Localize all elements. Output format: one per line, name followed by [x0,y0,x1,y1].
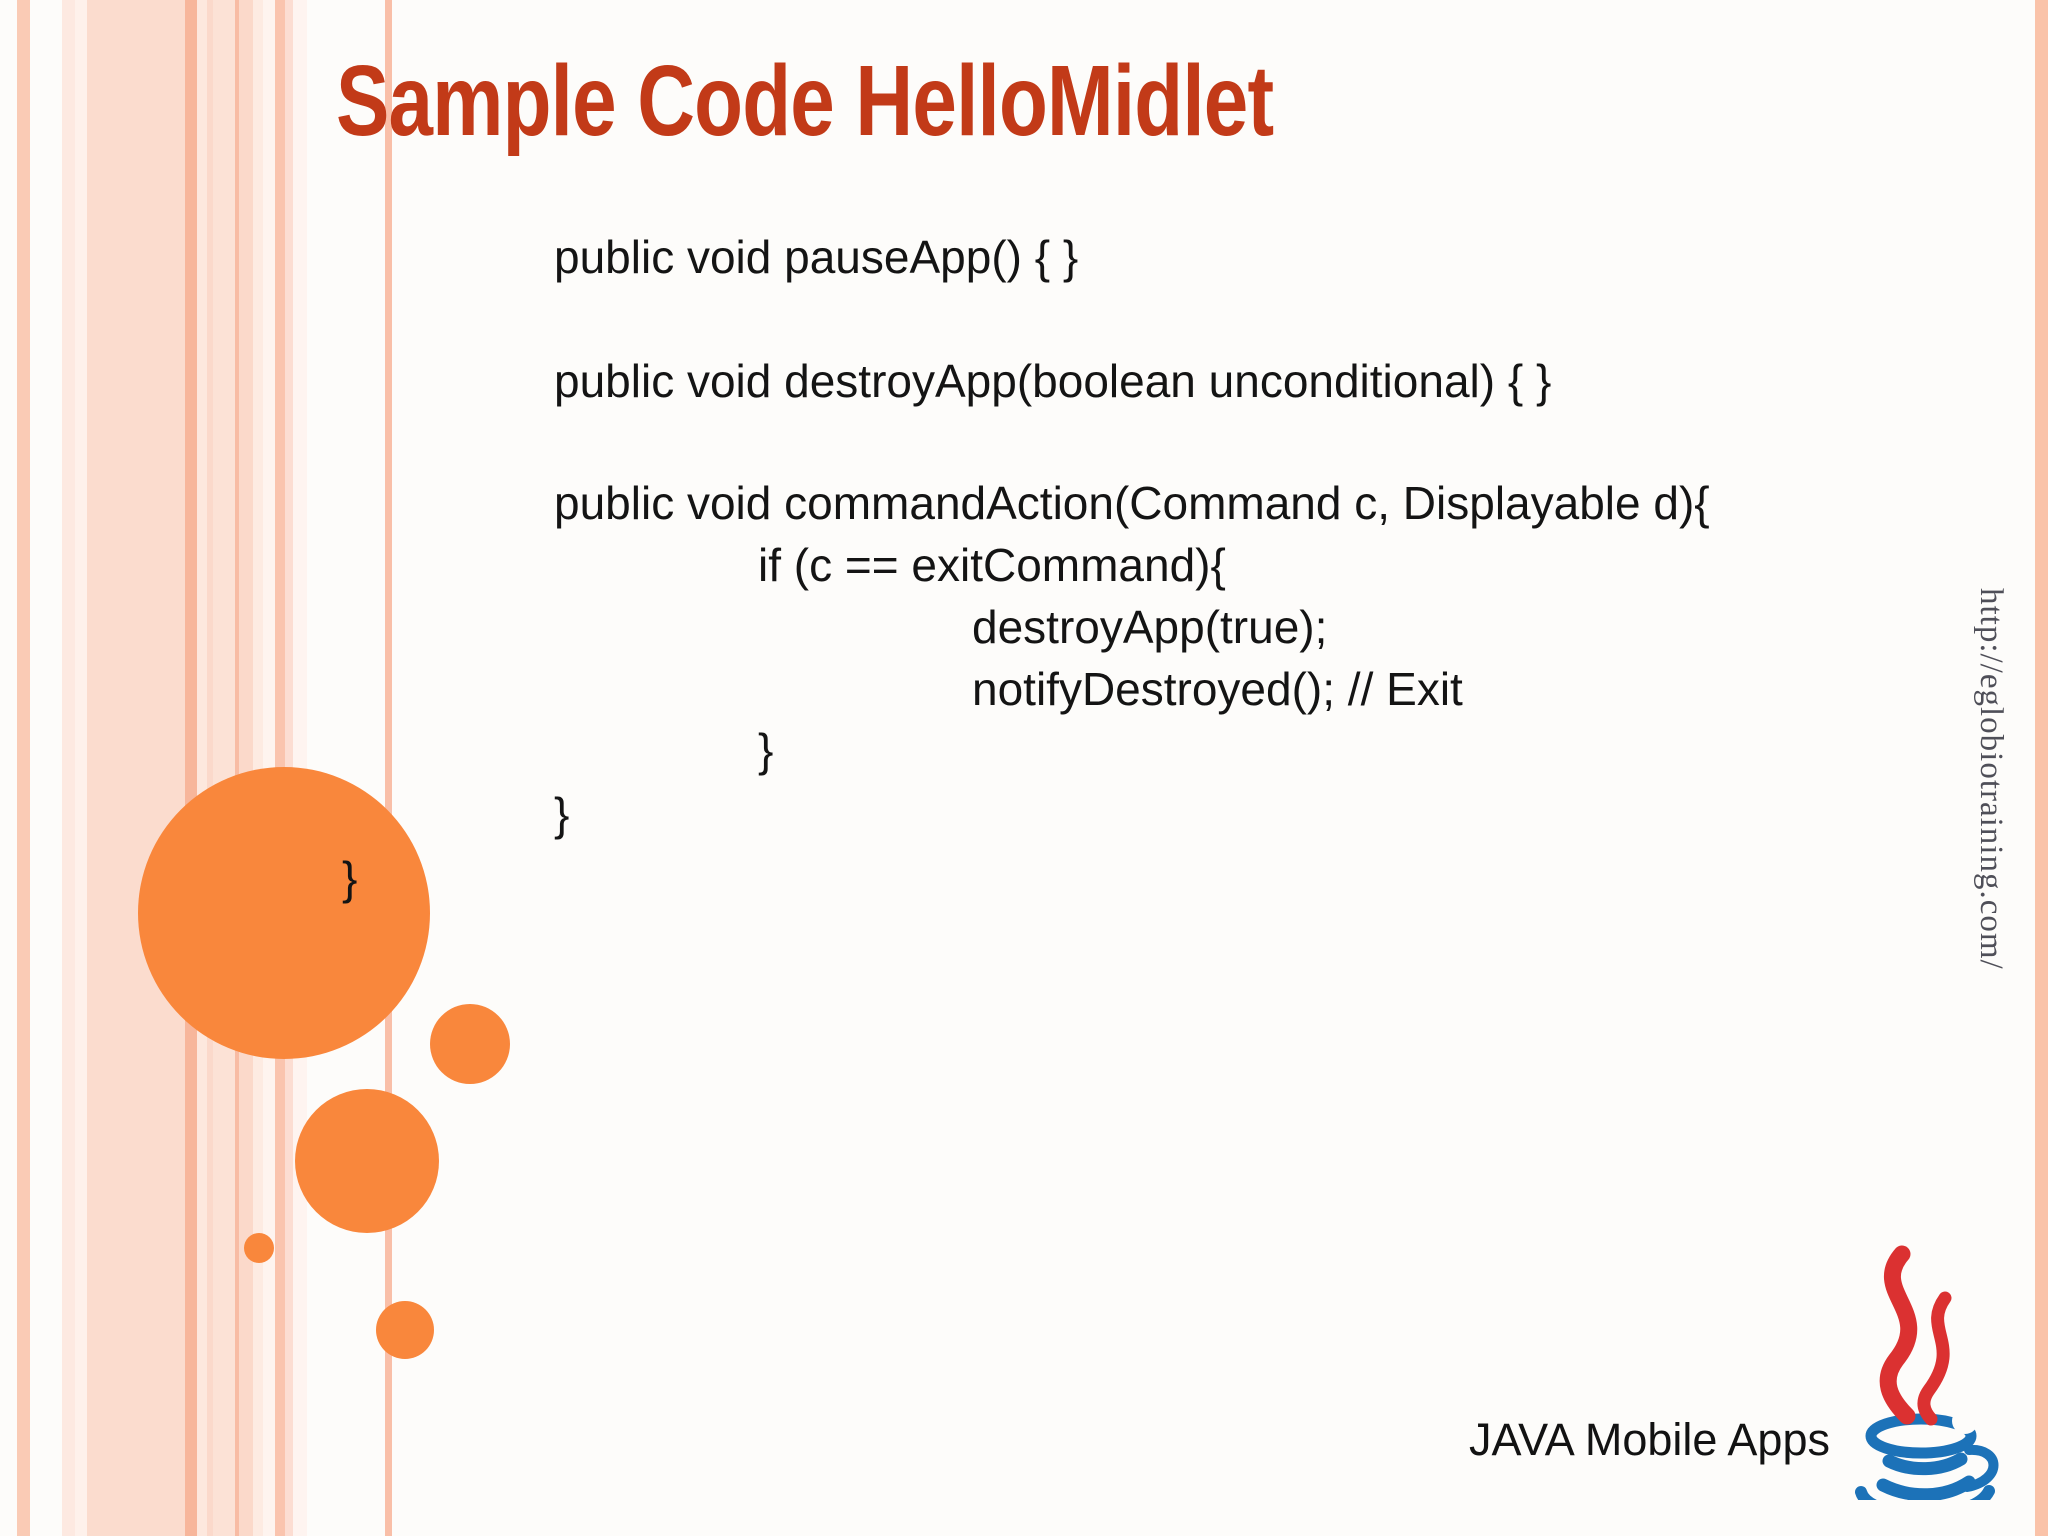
stripe [17,0,30,1536]
code-line: public void destroyApp(boolean unconditi… [554,355,1552,407]
code-line: notifyDestroyed(); // Exit [972,663,1463,715]
code-line: public void commandAction(Command c, Dis… [554,477,1710,529]
stripe [62,0,75,1536]
code-line: } [554,788,570,840]
right-stripe-decoration [2035,0,2048,1536]
code-line: } [342,852,358,904]
stripe [87,0,185,1536]
stripe [235,0,239,1536]
java-cup [1855,1408,1999,1500]
stripe [213,0,235,1536]
java-logo-icon [1855,1245,1999,1500]
decorative-circle-small [376,1301,434,1359]
java-steam [1879,1245,1952,1426]
stripe [185,0,197,1536]
watermark-url: http://eglobiotraining.com/ [1973,588,2009,970]
decorative-circle-tiny [244,1233,274,1263]
footer-caption: JAVA Mobile Apps [1468,1414,1830,1465]
stripe [75,0,87,1536]
decorative-circle-small [430,1004,510,1084]
stripe [239,0,253,1536]
code-line: } [758,724,774,776]
code-line: public void pauseApp() { } [554,231,1079,283]
code-line: if (c == exitCommand){ [758,539,1226,591]
decorative-circle-large [138,767,430,1059]
code-line: destroyApp(true); [972,601,1328,653]
stripe [385,0,392,1536]
stripe [253,0,263,1536]
left-stripe-decoration [0,0,400,1536]
stripe [207,0,213,1536]
slide-title: Sample Code HelloMidlet [336,45,1274,157]
decorative-circle-medium [295,1089,439,1233]
stripe [197,0,207,1536]
